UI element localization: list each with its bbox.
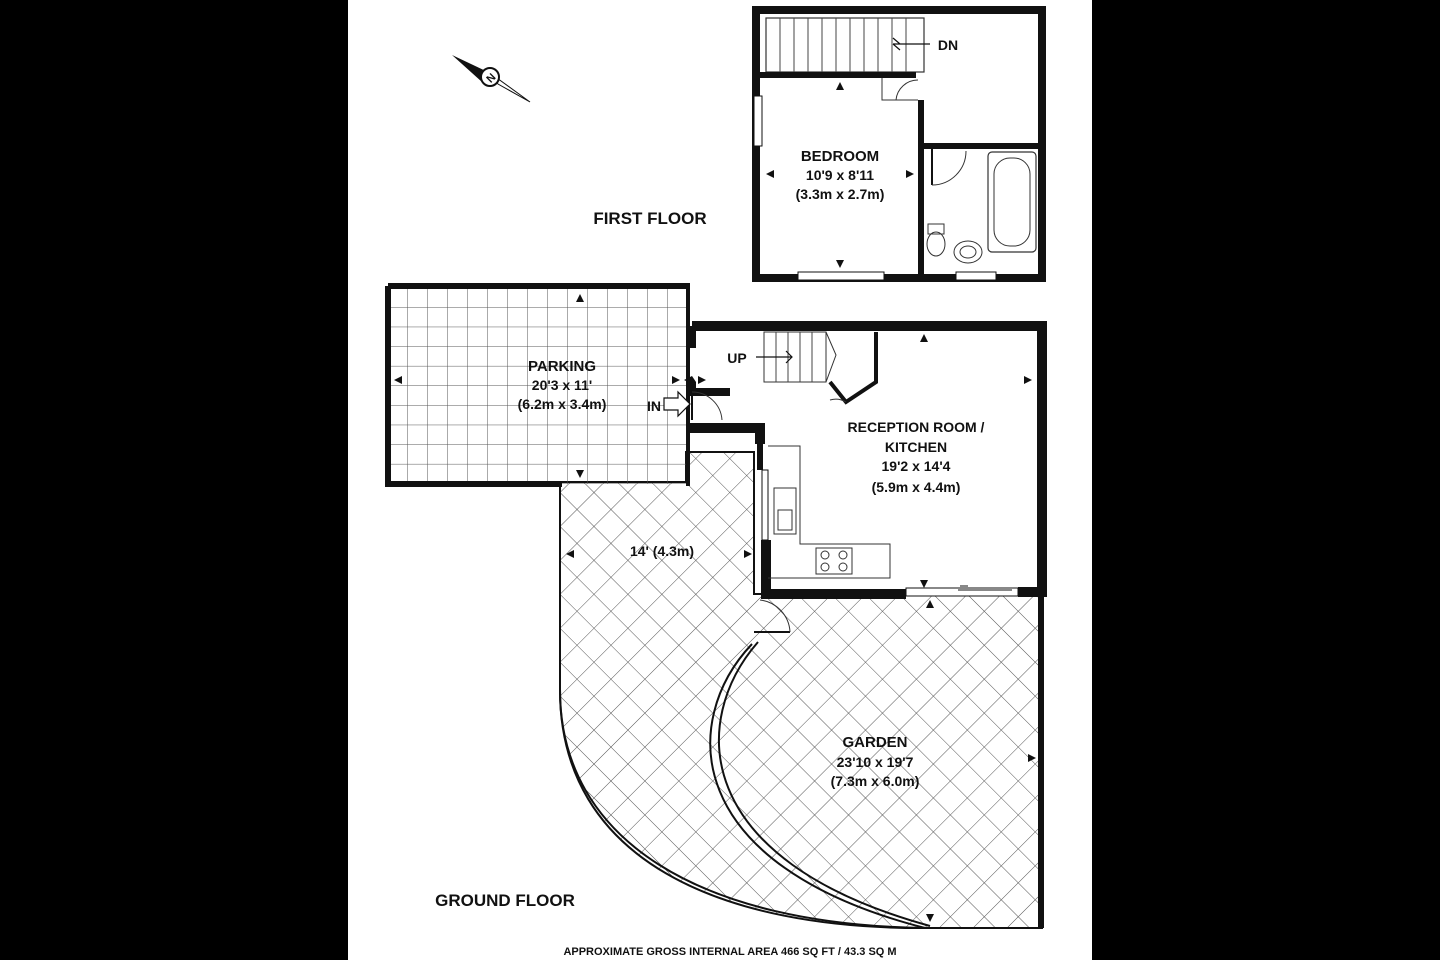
bedroom-imperial: 10'9 x 8'11 — [806, 167, 874, 183]
garden-imperial: 23'10 x 19'7 — [837, 754, 914, 770]
floorplan-sheet: N — [348, 0, 1092, 960]
reception-name-line2: KITCHEN — [885, 439, 947, 455]
floorplan-drawing: N — [385, 6, 1047, 958]
reception-imperial: 19'2 x 14'4 — [882, 458, 951, 474]
first-floor-plan — [752, 6, 1046, 282]
garden-metric: (7.3m x 6.0m) — [831, 773, 920, 789]
stairs-down-label: DN — [938, 37, 958, 53]
reception-name-line1: RECEPTION ROOM / — [848, 419, 985, 435]
parking-imperial: 20'3 x 11' — [532, 377, 592, 393]
reception-metric: (5.9m x 4.4m) — [872, 479, 961, 495]
garden-name: GARDEN — [842, 734, 907, 751]
entrance-label: IN — [647, 398, 661, 414]
bedroom-metric: (3.3m x 2.7m) — [796, 186, 885, 202]
parking-name: PARKING — [528, 358, 596, 375]
ground-floor-title: GROUND FLOOR — [435, 891, 575, 910]
parking-metric: (6.2m x 3.4m) — [518, 396, 607, 412]
ground-floor-plan — [385, 283, 1047, 930]
side-passage-dimension: 14' (4.3m) — [630, 543, 694, 559]
bedroom-name: BEDROOM — [801, 148, 879, 165]
compass-icon: N — [452, 55, 531, 103]
parking-area — [388, 288, 688, 484]
stairs-up-label: UP — [727, 350, 746, 366]
gross-area-footer: APPROXIMATE GROSS INTERNAL AREA 466 SQ F… — [563, 946, 896, 958]
first-floor-title: FIRST FLOOR — [593, 209, 706, 228]
garden-area — [559, 451, 1043, 930]
